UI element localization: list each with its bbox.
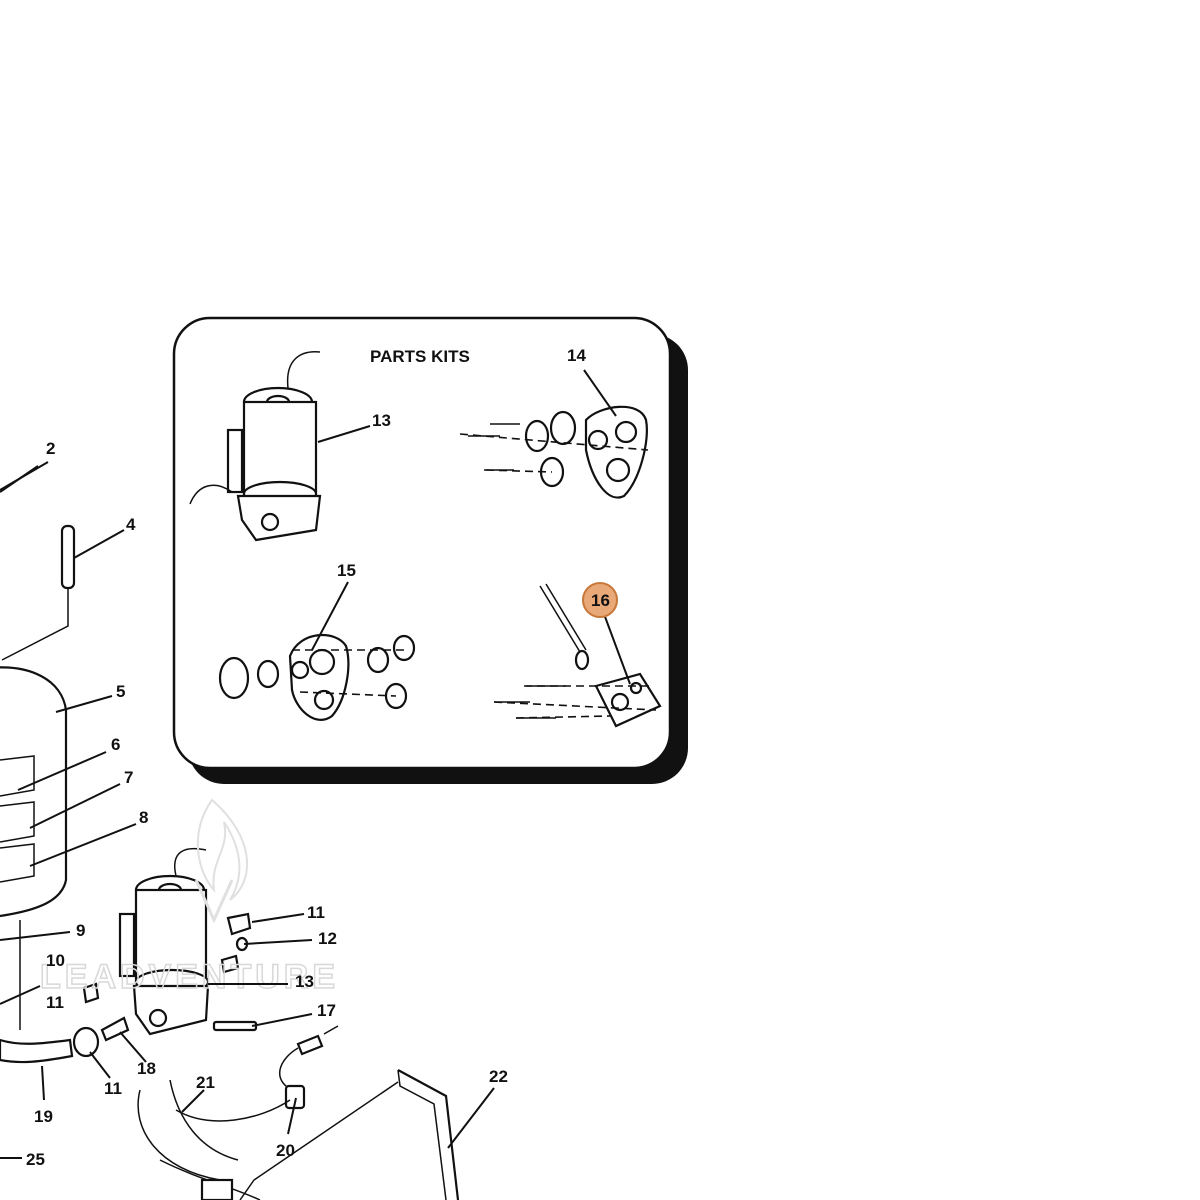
callout-22: 22 <box>489 1067 508 1086</box>
watermark-logo <box>194 798 249 924</box>
callout-15: 15 <box>337 561 356 580</box>
watermark-text: LEADVENTURE <box>40 958 339 996</box>
callout-13-lower: 13 <box>295 972 314 991</box>
bracket-kit-drawing <box>493 583 662 728</box>
callout-11-left: 11 <box>46 993 64 1012</box>
callout-19: 19 <box>34 1107 53 1126</box>
callout-2: 2 <box>46 439 55 458</box>
housing-22-drawing <box>200 1069 460 1200</box>
callout-labels: 2 4 5 6 7 8 9 10 11 11 11 12 13 13 14 15… <box>26 346 586 1169</box>
callout-11-top: 11 <box>307 903 325 922</box>
callout-14: 14 <box>567 346 586 365</box>
callout-11-bottom: 11 <box>104 1079 122 1098</box>
leader-lines <box>0 369 631 1159</box>
tank-assembly-drawing <box>0 465 76 1064</box>
motor-kit-drawing <box>189 351 322 542</box>
lower-motor-drawing <box>72 847 339 1200</box>
callout-5: 5 <box>116 682 125 701</box>
callout-21: 21 <box>196 1073 215 1092</box>
callout-16: 16 <box>591 591 610 610</box>
parts-kits-title: PARTS KITS <box>370 347 470 366</box>
callout-10: 10 <box>46 951 65 970</box>
callout-6: 6 <box>111 735 120 754</box>
callout-12: 12 <box>318 929 337 948</box>
callout-9: 9 <box>76 921 85 940</box>
callout-4: 4 <box>126 515 136 534</box>
callout-8: 8 <box>139 808 148 827</box>
callout-13-kit: 13 <box>372 411 391 430</box>
callout-17: 17 <box>317 1001 336 1020</box>
callout-18: 18 <box>137 1059 156 1078</box>
callout-20: 20 <box>276 1141 295 1160</box>
callout-7: 7 <box>124 768 133 787</box>
callout-16-highlight[interactable]: 16 <box>582 582 618 618</box>
callout-25: 25 <box>26 1150 45 1169</box>
gasket-plate-kit-drawing <box>459 405 649 499</box>
pump-plate-kit-drawing <box>218 634 416 721</box>
